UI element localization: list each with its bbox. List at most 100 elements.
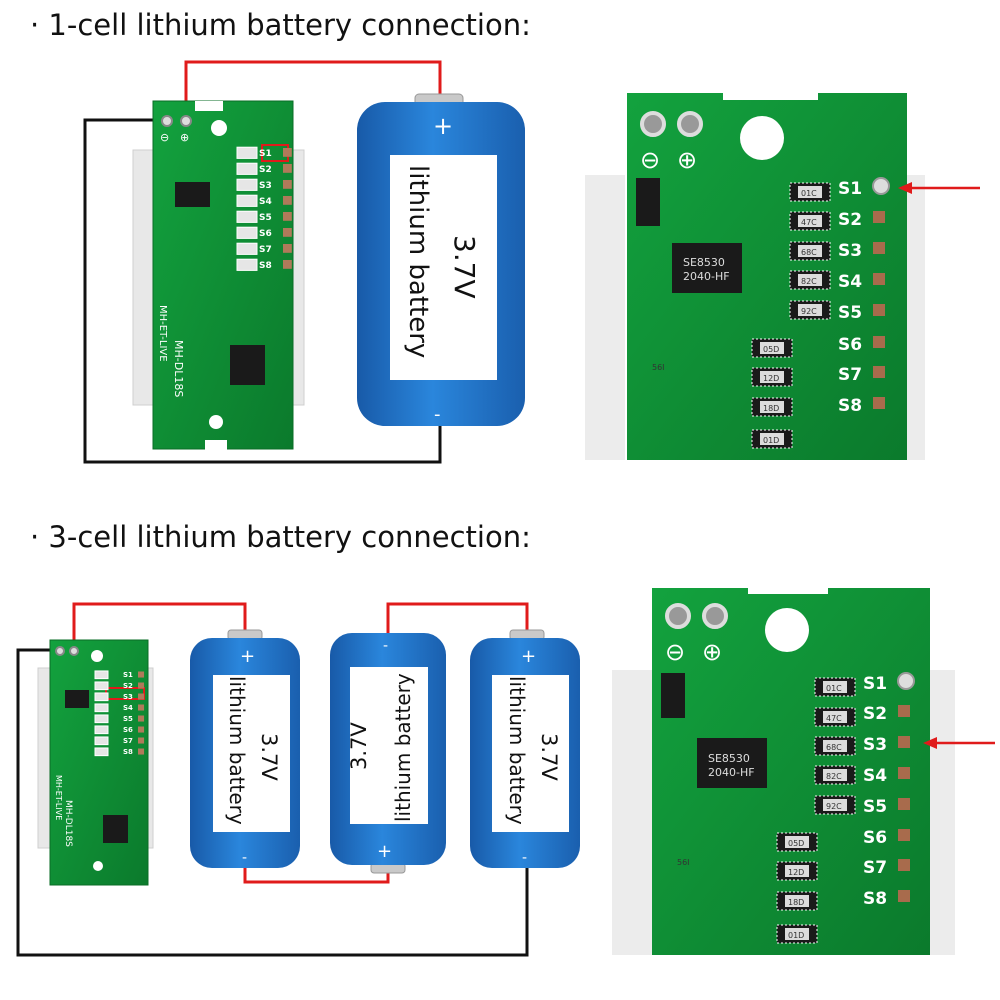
pin-label-s3: S3 xyxy=(838,241,862,261)
battery-3-type-label: lithium battery xyxy=(505,676,529,825)
pin-label-s3: S3 xyxy=(259,181,272,191)
pin-label-s3: S3 xyxy=(863,735,887,755)
battery-3-voltage-label: 3.7V xyxy=(537,733,561,781)
resistor-body xyxy=(823,769,847,781)
negative-terminal-pad xyxy=(55,646,65,656)
pin-pad xyxy=(283,148,292,157)
terminal-positive-label: ⊕ xyxy=(180,131,189,144)
pin-label-s8: S8 xyxy=(863,889,887,909)
battery-3-minus-label: - xyxy=(522,850,527,866)
regulator-marking-1: SE8530 xyxy=(683,256,725,269)
zoom-board-1-cell: S1S2S3S4S5S6S7S801C47C68C82C92C05D12D18D… xyxy=(585,80,980,460)
resistor-marking: 68C xyxy=(801,248,817,257)
battery-1-minus-label: - xyxy=(242,850,247,866)
resistor-marking: 47C xyxy=(801,218,817,227)
s1-arrow xyxy=(898,182,980,194)
resistor-body xyxy=(823,681,847,693)
pin-label-s8: S8 xyxy=(838,396,862,416)
resistor xyxy=(94,692,109,702)
resistor xyxy=(236,242,258,255)
resistor-marking: 82C xyxy=(826,772,842,781)
battery-2-voltage-label: 3.7V xyxy=(347,722,371,770)
resistor-marking: 82C xyxy=(801,277,817,286)
pin-pad xyxy=(283,180,292,189)
zoom-terminal-positive-label: ⊕ xyxy=(702,638,722,666)
resistor-marking: 92C xyxy=(826,802,842,811)
section-heading-3-cell: · 3-cell lithium battery connection: xyxy=(30,520,531,554)
pin-pad xyxy=(283,212,292,221)
pin-label-s2: S2 xyxy=(838,210,862,230)
resistor-body xyxy=(798,215,822,227)
pin-pad xyxy=(138,682,145,689)
resistor xyxy=(236,258,258,271)
battery-voltage-label: 3.7V xyxy=(448,235,481,299)
positive-wire xyxy=(184,60,442,118)
pin-pad xyxy=(873,336,885,348)
s3-arrow xyxy=(923,737,995,749)
wires-3-cell xyxy=(16,602,529,957)
section-heading-1-cell: · 1-cell lithium battery connection: xyxy=(30,8,531,42)
small-marking: 56I xyxy=(677,858,690,867)
pin-label-s6: S6 xyxy=(863,828,887,848)
board-model-label: MH-DL18S xyxy=(63,800,73,847)
regulator-marking-2: 2040-HF xyxy=(683,270,730,283)
positive-terminal-pad xyxy=(180,115,192,127)
resistor-marking: 68C xyxy=(826,743,842,752)
resistor-body xyxy=(798,274,822,286)
pin-pad xyxy=(873,304,885,316)
pin-pad xyxy=(283,244,292,253)
pin-pad xyxy=(898,890,910,902)
resistor-body xyxy=(785,836,809,848)
negative-wire xyxy=(16,648,529,957)
pin-label-s4: S4 xyxy=(863,766,887,786)
battery-2-minus-label: - xyxy=(383,638,388,654)
battery-type-label: lithium battery xyxy=(403,165,433,358)
resistor-body xyxy=(785,865,809,877)
pin-pad xyxy=(138,737,145,744)
resistor-marking: 01C xyxy=(826,684,842,693)
pin-pad xyxy=(898,705,910,717)
resistor xyxy=(236,194,258,207)
pin-pad xyxy=(873,242,885,254)
pin-label-s6: S6 xyxy=(259,229,272,239)
pin-pad xyxy=(138,715,145,722)
pin-label-s5: S5 xyxy=(259,213,272,223)
pin-pad xyxy=(138,726,145,733)
pin-pad xyxy=(898,798,910,810)
pin-pad xyxy=(283,196,292,205)
series-link-1-2 xyxy=(243,868,390,884)
resistor xyxy=(94,681,109,691)
battery-2-plus-label: + xyxy=(377,841,392,862)
pin-pad xyxy=(873,366,885,378)
pin-label-s2: S2 xyxy=(123,682,133,690)
resistor xyxy=(94,714,109,724)
regulator-marking-1: SE8530 xyxy=(708,752,750,765)
pin-label-s7: S7 xyxy=(259,245,272,255)
resistor-body xyxy=(760,401,784,413)
pin-label-s5: S5 xyxy=(838,303,862,323)
resistor-marking: 01D xyxy=(763,436,779,445)
negative-terminal-pad xyxy=(161,115,173,127)
resistor-body xyxy=(785,895,809,907)
battery-plus-label: + xyxy=(433,112,453,140)
battery-2-type-label: lithium battery xyxy=(391,673,415,822)
resistor-body xyxy=(798,304,822,316)
pin-label-s8: S8 xyxy=(123,748,133,756)
pin-pad xyxy=(138,693,145,700)
resistor xyxy=(94,747,109,757)
zoom-terminal-negative-label: ⊖ xyxy=(640,146,660,174)
resistor-marking: 92C xyxy=(801,307,817,316)
battery-1-plus-label: + xyxy=(240,646,255,667)
pin-pad xyxy=(898,859,910,871)
pin-label-s2: S2 xyxy=(863,704,887,724)
board-brand-label: MH-ET-LIVE xyxy=(157,305,168,362)
battery-1-type-label: lithium battery xyxy=(225,676,249,825)
resistor-marking: 01D xyxy=(788,931,804,940)
pin-label-s7: S7 xyxy=(863,858,887,878)
resistor xyxy=(94,703,109,713)
resistor xyxy=(236,146,258,159)
pin-label-s1: S1 xyxy=(863,674,887,694)
resistor xyxy=(236,226,258,239)
